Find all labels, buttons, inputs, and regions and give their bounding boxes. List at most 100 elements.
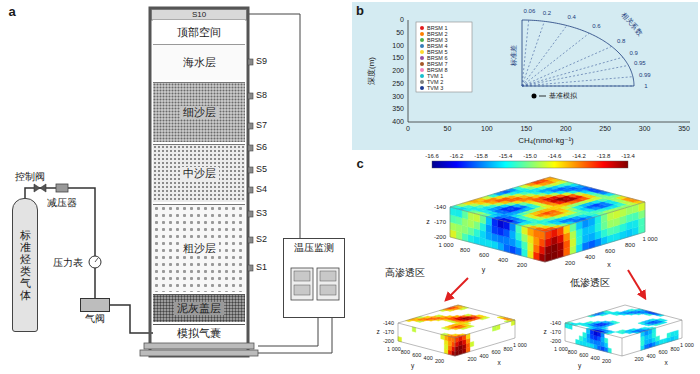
volume-block bbox=[450, 177, 645, 262]
correlation-ray bbox=[522, 57, 623, 86]
correlation-value: 1 bbox=[644, 83, 647, 90]
monitor-device bbox=[317, 268, 339, 300]
tick-label: 400 bbox=[585, 254, 595, 261]
monitor-device bbox=[291, 268, 313, 300]
part-label: 控制阀 bbox=[15, 171, 45, 182]
correlation-ray bbox=[522, 21, 544, 86]
tick-label: 200 bbox=[517, 262, 527, 269]
volume-cell bbox=[619, 330, 626, 332]
correlation-value: 0.95 bbox=[634, 59, 646, 66]
layer-band-text: 粗沙层 bbox=[180, 242, 219, 255]
correlation-ray bbox=[522, 65, 628, 86]
panel-letter: c bbox=[356, 157, 363, 171]
legend-text: BRSM 8 bbox=[427, 67, 447, 73]
axis-title: 相关系数 bbox=[620, 11, 644, 37]
correlation-value: 0.4 bbox=[567, 14, 575, 21]
sensor-port-symbol bbox=[248, 59, 253, 65]
axis-letter: y bbox=[411, 362, 414, 369]
tick-label: 200 bbox=[634, 356, 643, 362]
volume-cell bbox=[452, 334, 459, 336]
gas-cylinder: 标准烃类气体 bbox=[12, 198, 38, 332]
tick-label: 1 000 bbox=[554, 346, 568, 352]
part-label: 减压器 bbox=[47, 197, 77, 208]
correlation-value: 0.8 bbox=[617, 38, 625, 45]
volume-cell bbox=[636, 309, 643, 311]
legend-text: BRSM 7 bbox=[427, 61, 447, 67]
volume-cell bbox=[594, 321, 601, 323]
legend-text: TVM 2 bbox=[427, 79, 443, 85]
tick-label: 50 bbox=[444, 125, 452, 133]
monitor-box-text: 温压监测 bbox=[294, 242, 334, 254]
tick-label: 600 bbox=[412, 352, 421, 358]
tick-label: 300 bbox=[639, 125, 651, 133]
tick-label: 600 bbox=[479, 252, 489, 259]
sensor-port-symbol bbox=[248, 211, 253, 217]
legend-text: TVM 1 bbox=[427, 73, 443, 79]
colorbar bbox=[432, 161, 628, 168]
zone-label: 低渗透区 bbox=[570, 277, 610, 288]
tick-label: 400 bbox=[479, 353, 488, 359]
tick-label: 250 bbox=[599, 125, 611, 133]
tick-label: 400 bbox=[646, 353, 655, 359]
correlation-ray bbox=[522, 20, 529, 86]
legend-text: BRSM 6 bbox=[427, 55, 447, 61]
tick-label: -200 bbox=[550, 338, 561, 344]
layer-band: 中沙层 bbox=[153, 144, 245, 202]
colorbar-tick: -16.2 bbox=[450, 153, 464, 160]
axis-title: 深度(m) bbox=[368, 57, 377, 85]
sensor-port-symbol bbox=[248, 123, 253, 129]
sensor-port-symbol bbox=[248, 167, 253, 173]
volume-cell bbox=[579, 336, 583, 341]
axis-letter: y bbox=[578, 362, 581, 369]
volume-outline bbox=[398, 320, 515, 338]
volume-outline bbox=[450, 202, 645, 232]
correlation-ray bbox=[522, 86, 634, 87]
part-label: 压力表 bbox=[53, 257, 83, 268]
volume-cell bbox=[613, 311, 620, 313]
tick-label: 800 bbox=[401, 349, 410, 355]
volume-cell bbox=[630, 328, 637, 330]
sensor-port: S9 bbox=[256, 57, 267, 67]
tick-label: -140 bbox=[550, 320, 561, 326]
axis-title: 标准差 bbox=[510, 45, 518, 66]
tick-label: 150 bbox=[392, 54, 404, 62]
tick-label: 800 bbox=[568, 349, 577, 355]
tick-label: -200 bbox=[434, 234, 446, 241]
column-wall bbox=[150, 8, 248, 356]
monitor-screen bbox=[294, 271, 310, 281]
tick-label: 250 bbox=[392, 80, 404, 88]
legend-item: BRSM 5 bbox=[420, 49, 447, 55]
sensor-port: S2 bbox=[256, 235, 267, 245]
colorbar-tick: -14.2 bbox=[572, 153, 586, 160]
legend-swatch bbox=[420, 86, 424, 90]
chart-background bbox=[352, 2, 698, 150]
axis-letter: z bbox=[426, 218, 430, 226]
colorbar-tick: -14.6 bbox=[548, 153, 562, 160]
legend-item: TVM 2 bbox=[420, 79, 443, 85]
volume-cell bbox=[470, 341, 474, 347]
taylor-arc bbox=[522, 20, 634, 86]
tick-label: 1 000 bbox=[642, 236, 657, 243]
volume-outline bbox=[545, 232, 546, 262]
tick-label: 400 bbox=[392, 118, 404, 126]
correlation-value: 0.2 bbox=[543, 9, 551, 16]
tick-label: 100 bbox=[481, 125, 493, 133]
volume-block bbox=[565, 305, 682, 356]
volume-outline bbox=[565, 320, 682, 338]
tick-label: 200 bbox=[435, 358, 444, 364]
layer-band: 顶部空间 bbox=[153, 20, 245, 44]
tick-label: 350 bbox=[392, 105, 404, 113]
volume-outline bbox=[565, 305, 682, 356]
signal-wire bbox=[258, 318, 332, 353]
correlation-ray bbox=[522, 33, 589, 86]
legend-swatch bbox=[420, 56, 424, 60]
gas-pipe bbox=[110, 305, 153, 333]
volume-cell bbox=[628, 309, 635, 311]
baseline-dash bbox=[539, 96, 546, 97]
tick-label: 350 bbox=[678, 125, 690, 133]
legend-item: BRSM 3 bbox=[420, 37, 447, 43]
colorbar-tick: -15.8 bbox=[474, 153, 488, 160]
gas-bag-text: 模拟气囊 bbox=[174, 327, 224, 340]
tick-label: 150 bbox=[520, 125, 532, 133]
